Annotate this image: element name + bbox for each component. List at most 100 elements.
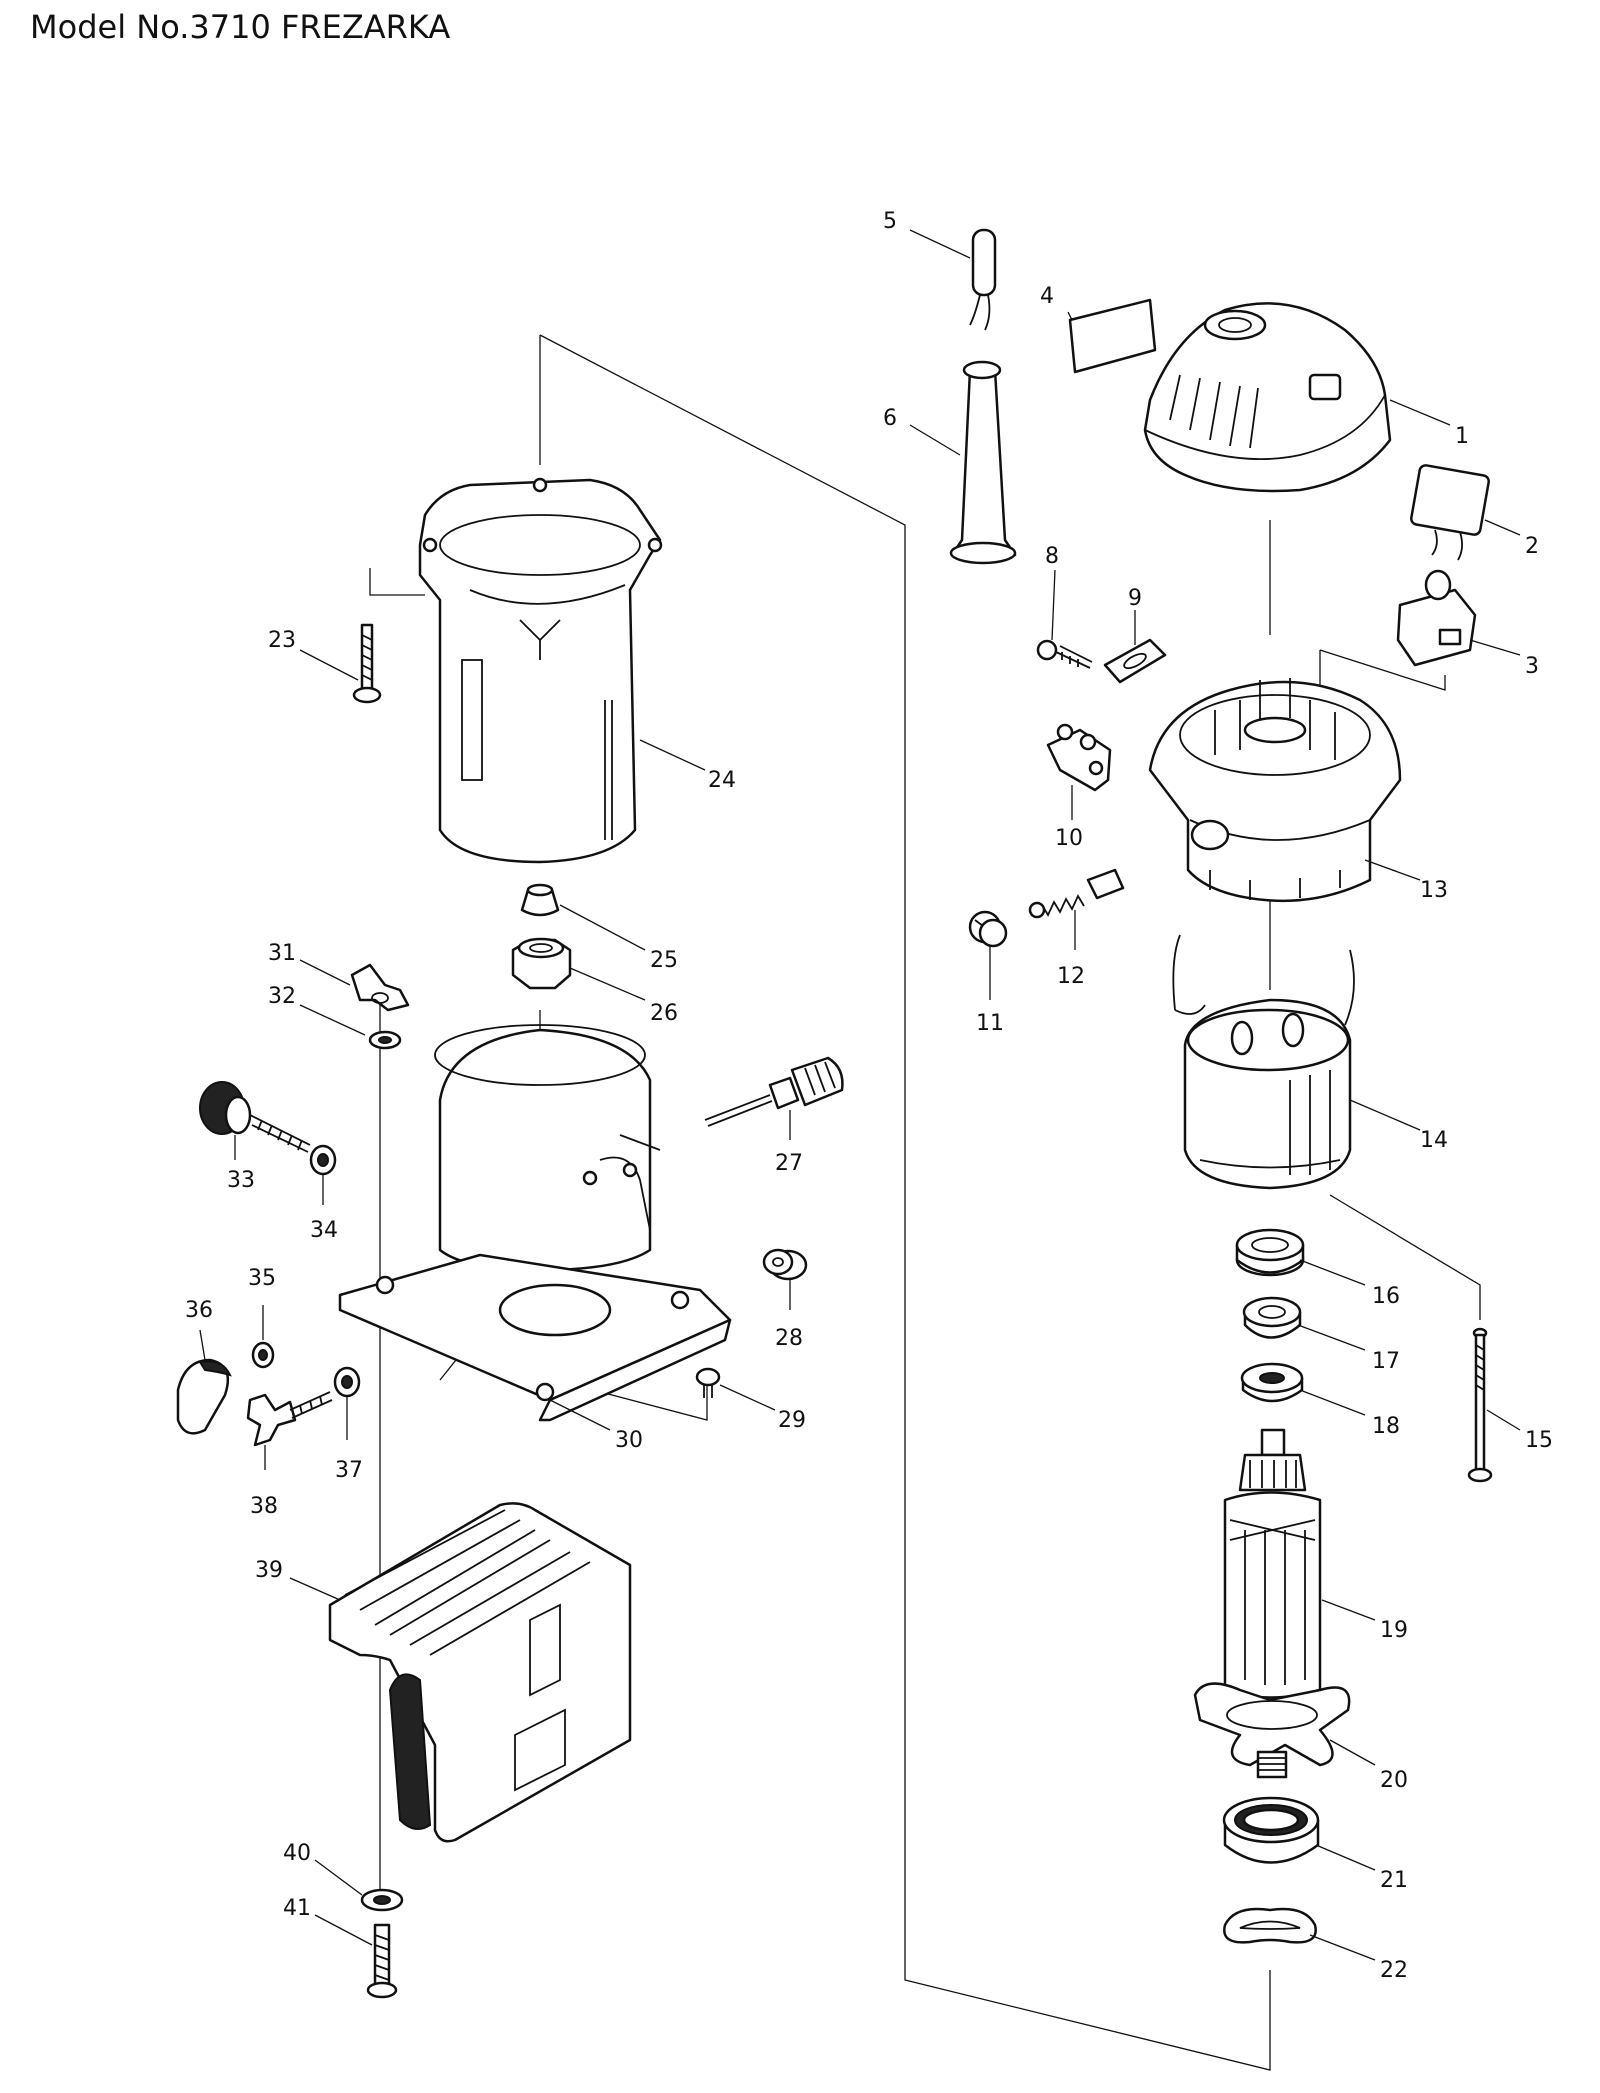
svg-text:19: 19: [1380, 1618, 1408, 1643]
part-8-label: 8: [1045, 544, 1059, 641]
svg-text:1: 1: [1455, 424, 1469, 449]
part-2-label: 2: [1484, 519, 1539, 559]
svg-text:11: 11: [976, 1011, 1004, 1036]
svg-text:23: 23: [268, 628, 296, 653]
part-25-collet-cone: [520, 883, 560, 917]
part-10-terminal-block: [1046, 723, 1112, 792]
part-29-label: 29: [719, 1384, 806, 1433]
part-4-label: 4: [1040, 284, 1073, 321]
svg-text:14: 14: [1420, 1128, 1448, 1153]
svg-text:32: 32: [268, 984, 296, 1009]
svg-text:12: 12: [1057, 964, 1085, 989]
svg-text:40: 40: [283, 1841, 311, 1866]
part-18-insulation-washer: [1240, 1362, 1304, 1403]
part-20-fan: [1193, 1682, 1351, 1779]
part-40-label: 40: [283, 1841, 363, 1896]
svg-text:27: 27: [775, 1151, 803, 1176]
svg-text:37: 37: [335, 1458, 363, 1483]
part-24-label: 24: [639, 739, 736, 793]
svg-text:28: 28: [775, 1326, 803, 1351]
part-28-nut: [762, 1248, 808, 1281]
part-11-label: 11: [976, 945, 1004, 1036]
svg-text:39: 39: [255, 1558, 283, 1583]
svg-text:29: 29: [778, 1408, 806, 1433]
svg-text:20: 20: [1380, 1768, 1408, 1793]
svg-text:4: 4: [1040, 284, 1054, 309]
part-27-adjusting-screw: [704, 1056, 844, 1127]
part-15-long-screw: [1467, 1327, 1493, 1483]
part-5-cord: [969, 228, 997, 331]
part-10-label: 10: [1055, 785, 1083, 851]
part-36-knob-cap: [176, 1358, 232, 1435]
part-23-screw: [352, 623, 382, 704]
svg-text:30: 30: [615, 1428, 643, 1453]
svg-text:41: 41: [283, 1896, 311, 1921]
part-12-carbon-brush: [1028, 868, 1125, 919]
part-39-guide-holder: [328, 1502, 632, 1843]
part-16-label: 16: [1299, 1259, 1400, 1309]
part-33-label: 33: [227, 1135, 255, 1193]
part-40-washer: [360, 1888, 404, 1912]
part-34-washer: [309, 1144, 337, 1176]
svg-text:2: 2: [1525, 534, 1539, 559]
part-31-wing-nut: [350, 963, 410, 1012]
svg-text:25: 25: [650, 948, 678, 973]
part-1-label: 1: [1389, 399, 1469, 449]
svg-text:18: 18: [1372, 1414, 1400, 1439]
part-14-label: 14: [1349, 1099, 1448, 1153]
part-17-label: 17: [1297, 1324, 1400, 1374]
part-19-armature: [1223, 1428, 1322, 1699]
part-3-label: 3: [1469, 639, 1539, 679]
part-41-label: 41: [283, 1896, 373, 1946]
part-16-baffle-ring: [1235, 1228, 1305, 1277]
part-37-label: 37: [335, 1397, 363, 1483]
part-8-screw: [1036, 639, 1093, 669]
part-27-label: 27: [775, 1110, 803, 1176]
part-25-label: 25: [559, 904, 678, 973]
part-12-label: 12: [1057, 910, 1085, 989]
part-34-label: 34: [310, 1175, 338, 1243]
svg-text:36: 36: [185, 1298, 213, 1323]
page-title: Model No.3710 FREZARKA: [30, 8, 451, 46]
part-17-ball-bearing: [1242, 1296, 1302, 1339]
svg-text:34: 34: [310, 1218, 338, 1243]
svg-text:26: 26: [650, 1001, 678, 1026]
part-23-label: 23: [268, 628, 359, 681]
svg-text:15: 15: [1525, 1428, 1553, 1453]
part-15-label: 15: [1486, 1409, 1553, 1453]
part-9-strain-relief: [1103, 638, 1167, 684]
part-14-field-stator: [1172, 934, 1355, 1190]
svg-text:22: 22: [1380, 1958, 1408, 1983]
part-35-washer: [251, 1341, 275, 1369]
part-26-label: 26: [569, 967, 678, 1026]
part-30-label: 30: [549, 1399, 643, 1453]
part-35-label: 35: [248, 1266, 276, 1340]
part-26-collet-nut: [511, 937, 572, 990]
svg-text:35: 35: [248, 1266, 276, 1291]
part-21-ball-bearing: [1222, 1796, 1320, 1864]
part-38-label: 38: [250, 1445, 278, 1519]
svg-text:9: 9: [1128, 586, 1142, 611]
part-29-small-screw: [695, 1367, 721, 1398]
part-28-label: 28: [775, 1280, 803, 1351]
svg-text:33: 33: [227, 1168, 255, 1193]
svg-text:17: 17: [1372, 1349, 1400, 1374]
part-30-base: [338, 1024, 732, 1422]
part-11-brush-cap: [968, 910, 1008, 948]
part-37-washer: [333, 1366, 361, 1398]
part-19-label: 19: [1321, 1599, 1408, 1643]
svg-text:8: 8: [1045, 544, 1059, 569]
part-24-base-housing: [418, 477, 663, 864]
part-2-capacitor: [1410, 464, 1490, 561]
svg-text:10: 10: [1055, 826, 1083, 851]
part-6-cord-guard: [949, 360, 1017, 565]
svg-text:5: 5: [883, 209, 897, 234]
svg-text:31: 31: [268, 941, 296, 966]
part-5-label: 5: [883, 209, 971, 259]
part-3-switch: [1396, 569, 1477, 667]
svg-text:24: 24: [708, 768, 736, 793]
part-39-label: 39: [255, 1558, 341, 1601]
part-36-label: 36: [185, 1298, 213, 1361]
